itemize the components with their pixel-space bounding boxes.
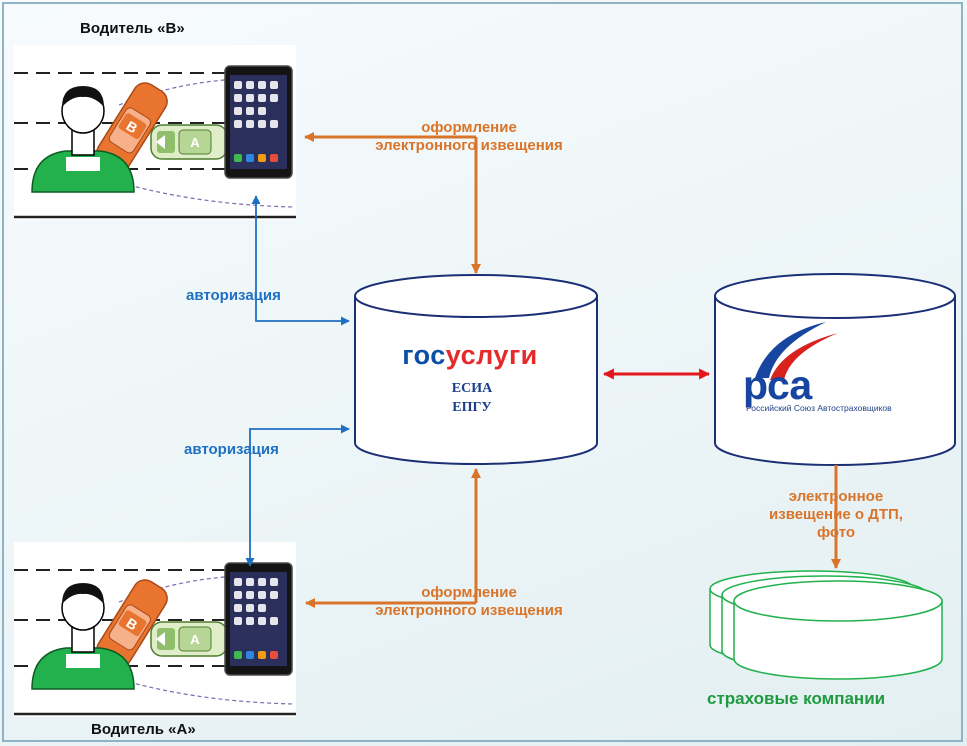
auth-top-label: авторизация — [186, 287, 281, 304]
rsa-flow-line-2: извещение о ДТП, — [769, 506, 903, 523]
driver-a-scene — [12, 540, 298, 719]
gosuslugi-database — [354, 274, 598, 465]
gosuslugi-logo-part2: услуги — [445, 340, 538, 370]
auth-top-arrow — [251, 195, 350, 326]
rsa-to-insurers-label: электронное извещение о ДТП, фото — [730, 488, 942, 542]
rsa-logo-text: рса — [743, 362, 812, 408]
gosuslugi-logo-part1: гос — [402, 340, 446, 370]
notice-top-line-2: электронного извещения — [375, 137, 563, 154]
gosuslugi-systems: ЕСИА ЕПГУ — [417, 379, 527, 417]
auth-bottom-arrow — [245, 424, 350, 567]
rsa-database — [714, 273, 956, 466]
driver-b-scene — [12, 43, 298, 222]
epgu-label: ЕПГУ — [452, 400, 492, 415]
rsa-subtitle: Российский Союз Автостраховщиков — [746, 403, 892, 413]
notice-bottom-label: оформление электронного извещения — [334, 584, 604, 620]
gosuslugi-logo: госуслуги — [377, 340, 563, 370]
insurers-label: страховые компании — [707, 689, 886, 708]
driver-b-label: Водитель «В» — [80, 20, 185, 37]
rsa-flow-line-1: электронное — [788, 488, 884, 505]
notice-bottom-line-2: электронного извещения — [375, 602, 563, 619]
notice-bottom-line-1: оформление — [421, 584, 517, 601]
insurers-database-stack — [709, 570, 943, 680]
rsa-flow-line-3: фото — [816, 524, 856, 541]
esia-label: ЕСИА — [451, 381, 493, 396]
auth-bottom-label: авторизация — [184, 441, 279, 458]
driver-a-label: Водитель «А» — [91, 721, 196, 738]
notice-top-label: оформление электронного извещения — [334, 119, 604, 155]
notice-top-line-1: оформление — [421, 119, 517, 136]
